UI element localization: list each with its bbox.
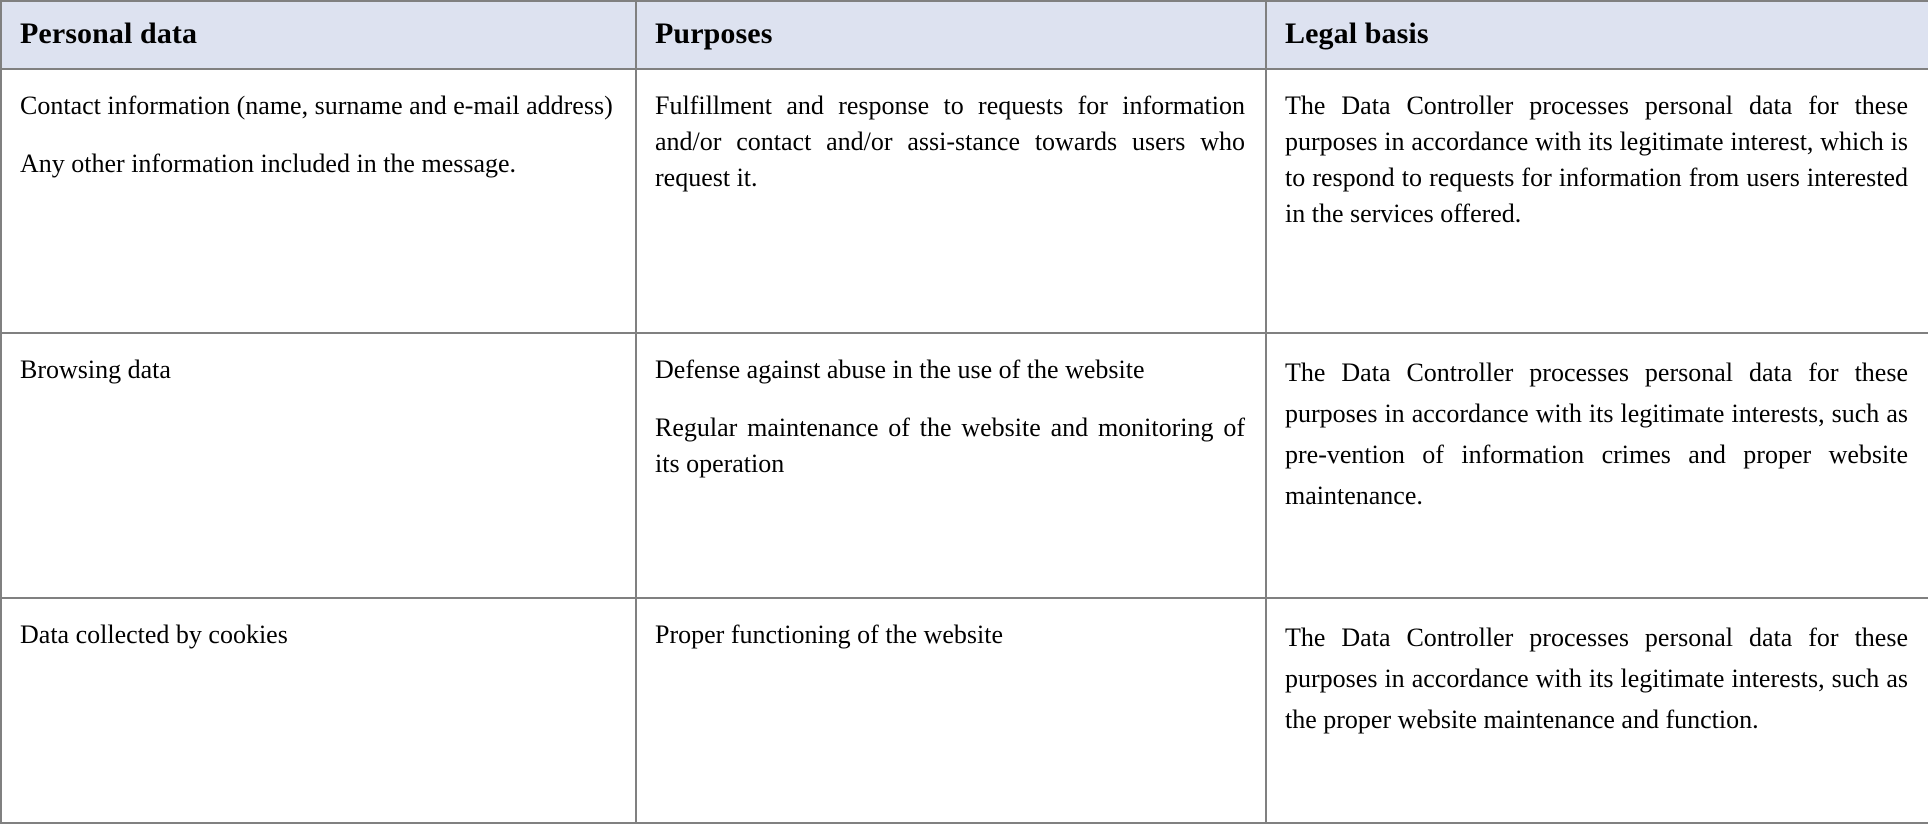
column-header-legal-basis: Legal basis [1265, 0, 1928, 70]
purposes-paragraph: Proper functioning of the website [655, 620, 1004, 649]
table-header-row: Personal data Purposes Legal basis [0, 0, 1928, 70]
purposes-paragraph: Regular maintenance of the website and m… [655, 412, 1245, 478]
table-header: Personal data Purposes Legal basis [0, 0, 1928, 70]
purposes-paragraph: Defense against abuse in the use of the … [655, 355, 1145, 384]
personal-data-paragraph: Data collected by cookies [20, 620, 288, 649]
table-row: Data collected by cookies Proper functio… [0, 597, 1928, 824]
table-row: Browsing data Defense against abuse in t… [0, 332, 1928, 599]
table-body: Contact information (name, surname and e… [0, 68, 1928, 824]
cell-personal-data: Contact information (name, surname and e… [0, 68, 637, 334]
column-header-purposes: Purposes [635, 0, 1267, 70]
personal-data-paragraph: Any other information included in the me… [20, 148, 517, 178]
cell-personal-data: Browsing data [0, 332, 637, 599]
table-row: Contact information (name, surname and e… [0, 68, 1928, 334]
legal-basis-paragraph: The Data Controller processes personal d… [1285, 358, 1908, 511]
cell-legal-basis: The Data Controller processes personal d… [1265, 332, 1928, 599]
cell-legal-basis: The Data Controller processes personal d… [1265, 68, 1928, 334]
column-header-personal-data: Personal data [0, 0, 637, 70]
purposes-paragraph: Fulfillment and response to requests for… [655, 91, 1245, 192]
legal-basis-paragraph: The Data Controller processes personal d… [1285, 91, 1908, 228]
personal-data-paragraph: Browsing data [20, 355, 171, 384]
cell-personal-data: Data collected by cookies [0, 597, 637, 824]
personal-data-paragraph: Contact information (name, surname and e… [20, 91, 613, 120]
cell-legal-basis: The Data Controller processes personal d… [1265, 597, 1928, 824]
cell-purposes: Fulfillment and response to requests for… [635, 68, 1267, 334]
cell-purposes: Defense against abuse in the use of the … [635, 332, 1267, 599]
legal-basis-paragraph: The Data Controller processes personal d… [1285, 623, 1908, 735]
cell-purposes: Proper functioning of the website [635, 597, 1267, 824]
